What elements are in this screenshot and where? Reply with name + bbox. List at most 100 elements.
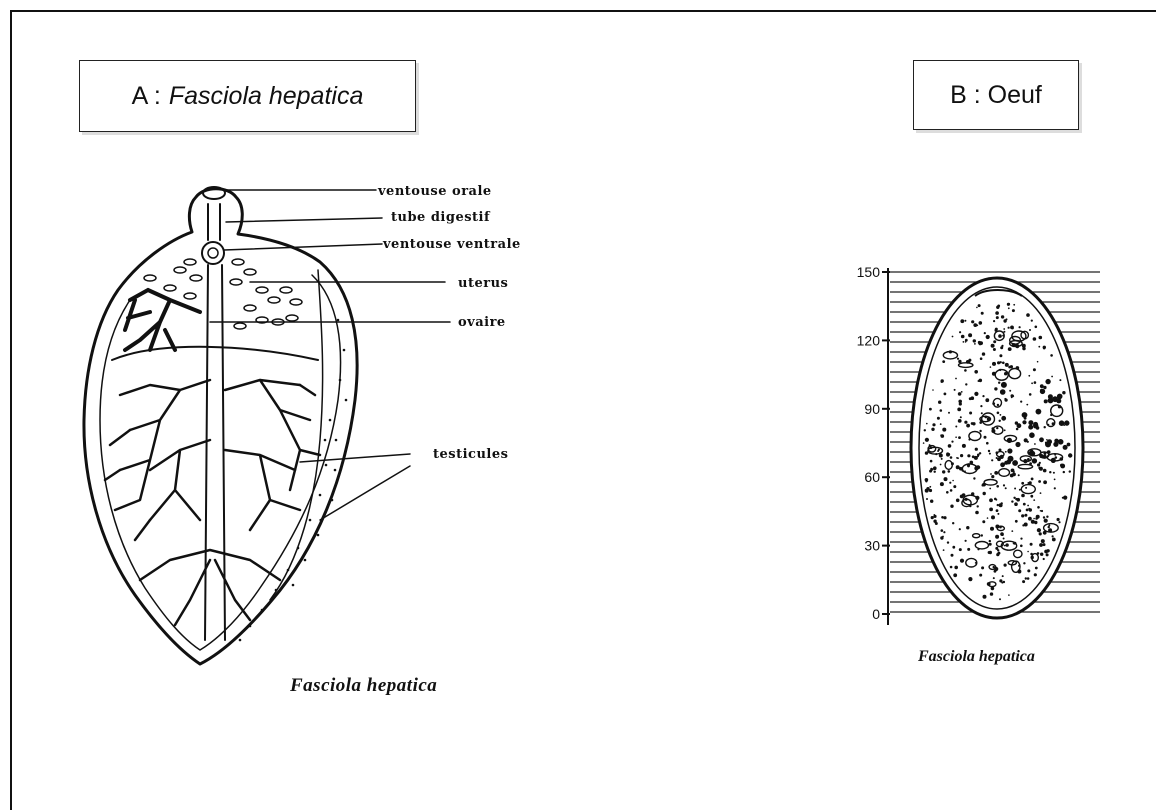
egg-granule [1058,521,1060,523]
egg-granule [990,366,992,368]
egg-granule [986,335,990,339]
egg-granule [952,336,954,338]
egg-granule [973,339,976,342]
egg-granule [1022,420,1026,424]
egg-granule [1003,463,1005,465]
egg-granule [1035,567,1038,570]
egg-granule [926,423,928,425]
egg-granule [991,515,995,519]
egg-granule [1033,518,1035,520]
egg-granule [982,520,985,523]
egg-granule [950,505,953,508]
egg-granule [1012,309,1015,312]
egg-granule [958,400,962,404]
egg-granule [941,381,943,383]
egg-granule [1008,347,1012,351]
egg-granule [1012,473,1016,477]
egg-granule [1045,379,1050,384]
egg-granule [937,417,940,420]
egg-granule [1002,575,1004,577]
egg-granule [1064,422,1067,425]
egg-granule [954,566,958,570]
egg-granule [1024,438,1028,442]
egg-granule [999,598,1001,600]
egg-granule [968,333,972,337]
egg-granule [983,595,987,599]
egg-granule [967,454,970,457]
egg-granule [941,516,944,519]
egg-granule [1044,426,1046,428]
egg-granule [963,341,965,343]
egg-granule [926,487,929,490]
egg-granule [993,566,995,568]
egg-granule [981,566,984,569]
egg-granule [955,426,957,428]
egg-granule [1062,497,1064,499]
egg-granule [993,348,996,351]
egg-granule [1039,467,1043,471]
testes-branches [105,380,320,625]
egg-granule [1011,530,1013,532]
egg-granule [1044,519,1048,523]
egg-granule [996,553,999,556]
scale-tick-label: 30 [864,538,880,554]
scale-tick-label: 0 [872,606,880,622]
egg-granule [1021,514,1024,517]
egg-granule [977,505,979,507]
egg-granule [965,540,967,542]
egg-granule [980,405,982,407]
egg-granule [995,328,998,331]
egg-granule [1028,420,1033,425]
egg-granule [1006,460,1011,465]
egg-granule [1037,361,1039,363]
egg-granule [974,370,978,374]
egg-granule [997,361,1000,364]
egg-granule [952,480,954,482]
egg-granule [932,423,935,426]
egg-granule [1052,538,1056,542]
egg-granule [1043,480,1047,484]
egg-granule [1005,543,1008,546]
egg-granule [1050,354,1053,357]
egg-granule [940,423,942,425]
egg-granule [1033,422,1038,427]
egg-granule [941,529,944,532]
egg-granule [947,541,949,543]
egg-granule [1008,327,1010,329]
egg-granule [1053,472,1055,474]
egg-granule [1043,543,1046,546]
egg-granule [979,379,983,383]
egg-granule [1016,428,1019,431]
egg-granule [1040,384,1044,388]
egg-granule [991,344,995,348]
egg-granule [1002,362,1005,365]
egg-granule [958,419,962,423]
egg-granule [1006,318,1008,320]
egg-granule [1005,363,1009,367]
egg-granule [994,498,997,501]
egg-granule [989,551,992,554]
egg-granule [1027,569,1030,572]
label-ventouse-orale: ventouse orale [377,184,492,199]
egg-granule [958,392,962,396]
egg-granule [960,416,962,418]
egg-granule [978,304,981,307]
egg-granule [1007,448,1012,453]
egg-granule [1011,469,1015,473]
egg-granule [1059,379,1061,381]
egg-granule [942,428,946,432]
egg-granule [951,441,953,443]
egg-granule [985,398,989,402]
egg-granule [994,387,997,390]
egg-granule [1037,528,1041,532]
egg-granule [1031,382,1033,384]
egg-granule [1005,399,1008,402]
egg-granule [1020,545,1023,548]
egg-granule [990,473,992,475]
egg-granule [952,522,954,524]
egg-granule [973,477,975,479]
egg-granule [1048,526,1050,528]
egg-granule [1017,423,1022,428]
egg-granule [984,436,987,439]
egg-granule [965,383,967,385]
